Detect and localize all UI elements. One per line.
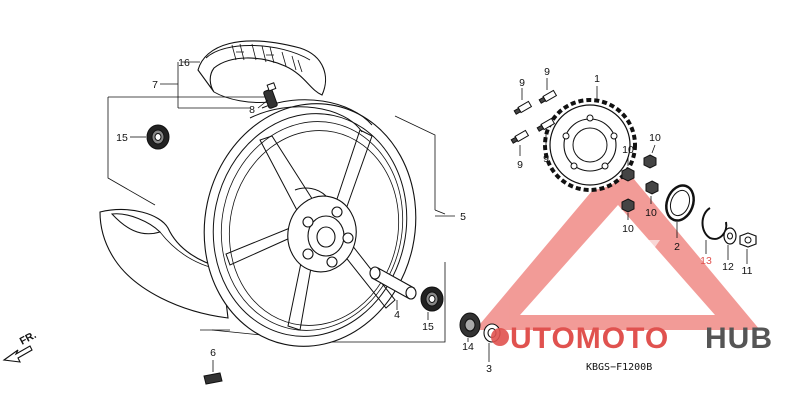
watermark-triangle <box>475 160 760 330</box>
tire-lower <box>99 209 229 319</box>
callout-c10b: 10 <box>622 144 634 156</box>
tire-upper <box>197 40 326 103</box>
balance-weight <box>203 372 223 385</box>
callout-c9b: 9 <box>544 66 550 78</box>
callout-c12: 12 <box>722 261 734 273</box>
callout-c9a: 9 <box>519 77 525 89</box>
sprocket-nuts <box>621 154 659 213</box>
callout-c14: 14 <box>462 341 474 353</box>
oil-seal <box>459 312 481 338</box>
front-direction-arrow: FR. <box>2 329 39 363</box>
axle-nut <box>739 232 757 248</box>
washer <box>723 227 737 245</box>
callout-c8: 8 <box>249 104 255 116</box>
front-label: FR. <box>18 329 39 348</box>
callout-c10c: 10 <box>645 207 657 219</box>
callout-c1: 1 <box>594 73 600 85</box>
bearing-left <box>146 124 170 150</box>
wheel-hub <box>287 187 357 273</box>
distance-collar <box>369 266 417 300</box>
watermark-red-text: UTOMOTO <box>510 322 669 355</box>
callout-c3: 3 <box>486 363 492 375</box>
callout-c4: 4 <box>394 309 400 321</box>
stud-bolts <box>510 89 558 144</box>
watermark-a-mark <box>491 328 509 346</box>
sprocket-flange-ring <box>665 184 695 222</box>
driven-sprocket <box>543 98 637 192</box>
callout-c16: 16 <box>178 57 190 69</box>
tire-tread-pattern <box>231 43 303 73</box>
callout-c15a: 15 <box>116 132 128 144</box>
snap-ring <box>701 207 728 240</box>
callout-c6: 6 <box>210 347 216 359</box>
callout-c15b: 15 <box>422 321 434 333</box>
callout-c10d: 10 <box>622 223 634 235</box>
callout-c9d: 9 <box>543 153 549 165</box>
bearing-right <box>420 286 444 312</box>
callout-c7: 7 <box>152 79 158 91</box>
callout-c10a: 10 <box>649 132 661 144</box>
callout-c9c: 9 <box>517 159 523 171</box>
callout-c5: 5 <box>460 211 466 223</box>
callout-c2: 2 <box>674 241 680 253</box>
valve-stem <box>263 82 278 109</box>
callout-c13: 13 <box>700 255 712 267</box>
callout-c11: 11 <box>742 265 753 277</box>
diagram-code: KBGS−F1200B <box>586 362 652 373</box>
watermark-text: UTOMOTO HUB <box>491 322 773 355</box>
leader-lines <box>130 61 748 372</box>
watermark-dark-text: HUB <box>705 322 773 355</box>
